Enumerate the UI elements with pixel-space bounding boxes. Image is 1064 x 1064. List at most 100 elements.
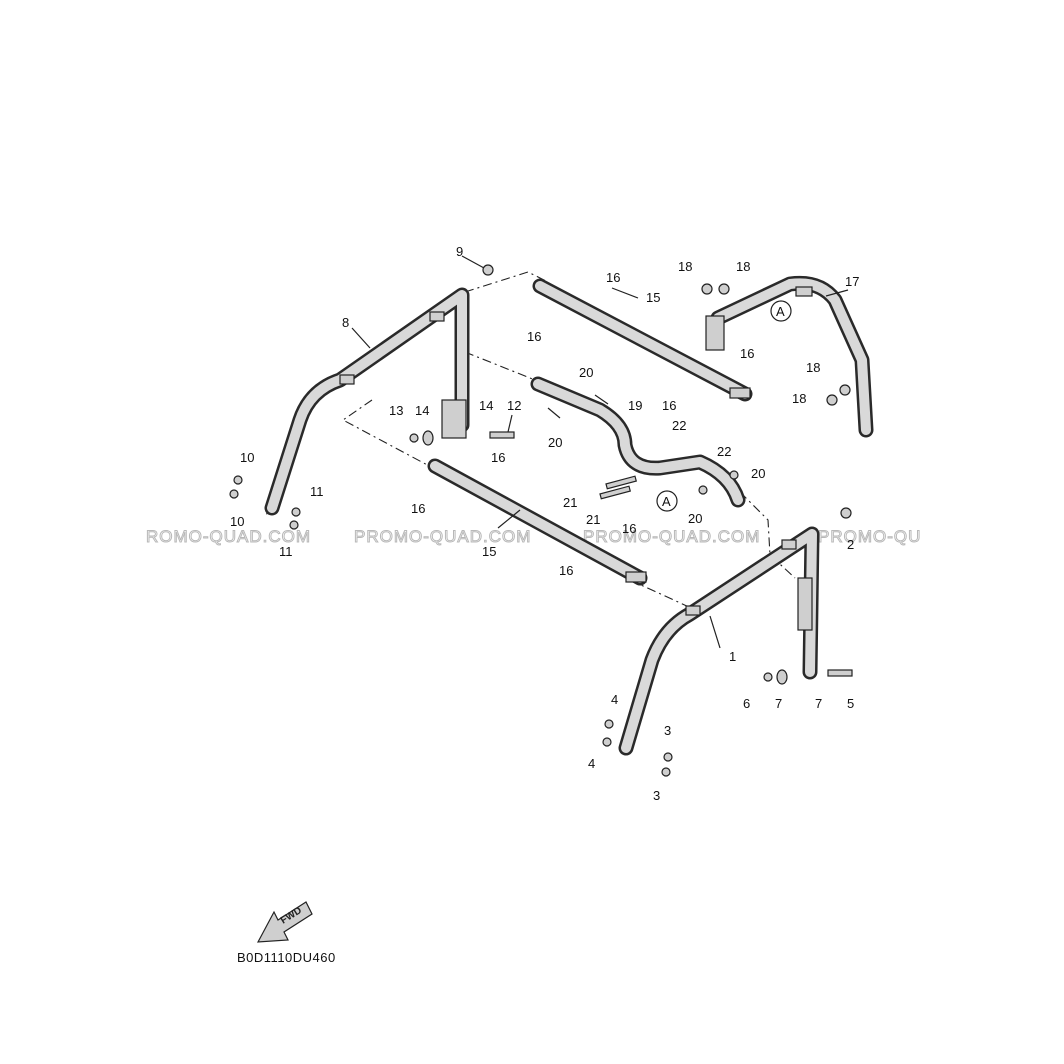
callout-number: 7	[815, 696, 822, 711]
callout-labels: 1 2 3 3 4 4 5 6 7 7 8 9 10 10 11 11 12 1…	[230, 244, 859, 803]
callout-number: 16	[559, 563, 573, 578]
watermark-text: PROMO-QU	[818, 527, 921, 546]
nut	[289, 520, 299, 530]
callout-number: 15	[482, 544, 496, 559]
callout-number: 18	[792, 391, 806, 406]
watermark-row: ROMO-QUAD.COM PROMO-QUAD.COM PROMO-QUAD.…	[146, 527, 921, 547]
reference-marker-upper: A	[770, 300, 792, 322]
callout-number: 11	[279, 544, 293, 559]
reference-letter: A	[662, 494, 671, 509]
bolt	[229, 489, 239, 499]
callout-number: 10	[230, 514, 244, 529]
bolt	[701, 283, 713, 295]
bolt	[602, 737, 612, 747]
reference-letter: A	[776, 304, 785, 319]
callout-number: 1	[729, 649, 736, 664]
callout-number: 16	[491, 450, 505, 465]
callout-number: 20	[751, 466, 765, 481]
bolt	[826, 394, 838, 406]
part-17-right-rear-hoop	[705, 275, 874, 438]
callout-number: 21	[586, 512, 600, 527]
part-19-curved-brace	[530, 376, 746, 508]
bolt	[839, 384, 851, 396]
bolt	[233, 475, 243, 485]
callout-number: 5	[847, 696, 854, 711]
callout-number: 16	[411, 501, 425, 516]
callout-number: 20	[548, 435, 562, 450]
bolt	[605, 475, 638, 490]
watermark-text: PROMO-QUAD.COM	[583, 527, 760, 546]
part-15-mid-cross-tube	[427, 458, 648, 586]
nut	[763, 672, 773, 682]
callout-number: 4	[611, 692, 618, 707]
callout-number: 3	[664, 723, 671, 738]
part-15-rear-cross-tube	[532, 278, 753, 402]
callout-number: 14	[415, 403, 429, 418]
bolt	[489, 431, 515, 439]
bolt	[718, 283, 730, 295]
callout-number: 16	[740, 346, 754, 361]
callout-number: 16	[622, 521, 636, 536]
mount-tab	[429, 311, 445, 322]
callout-number: 20	[688, 511, 702, 526]
washer	[422, 430, 434, 446]
nut	[698, 485, 708, 495]
bracket	[705, 315, 725, 351]
bolt	[604, 719, 614, 729]
watermark-text: ROMO-QUAD.COM	[146, 527, 311, 546]
callout-number: 9	[456, 244, 463, 259]
callout-number: 15	[646, 290, 660, 305]
callout-number: 13	[389, 403, 403, 418]
washer	[776, 669, 788, 685]
bolt	[482, 264, 494, 276]
callout-number: 19	[628, 398, 642, 413]
callout-number: 14	[479, 398, 493, 413]
nut	[661, 767, 671, 777]
diagram-code: B0D1110DU460	[237, 950, 336, 965]
nut	[409, 433, 419, 443]
mount-tab	[781, 539, 797, 550]
callout-number: 2	[847, 537, 854, 552]
bolt	[599, 485, 632, 500]
callout-number: 8	[342, 315, 349, 330]
bolt	[840, 507, 852, 519]
callout-number: 22	[672, 418, 686, 433]
end-plate	[729, 387, 751, 399]
callout-number: 22	[717, 444, 731, 459]
callout-number: 18	[806, 360, 820, 375]
callout-number: 3	[653, 788, 660, 803]
callout-number: 10	[240, 450, 254, 465]
part-1-front-right-hoop	[618, 526, 820, 756]
callout-number: 21	[563, 495, 577, 510]
callout-number: 18	[678, 259, 692, 274]
bolt	[827, 669, 853, 677]
mount-tab	[339, 374, 355, 385]
callout-number: 16	[662, 398, 676, 413]
callout-number: 18	[736, 259, 750, 274]
callout-number: 20	[579, 365, 593, 380]
bracket	[441, 399, 467, 439]
reference-marker-lower: A	[656, 490, 678, 512]
callout-number: 16	[527, 329, 541, 344]
nut	[663, 752, 673, 762]
nut	[729, 470, 739, 480]
fasteners	[229, 264, 853, 777]
callout-number: 17	[845, 274, 859, 289]
callout-number: 12	[507, 398, 521, 413]
mount-tab	[685, 605, 701, 616]
callout-number: 11	[310, 484, 324, 499]
end-plate	[625, 571, 647, 583]
part-8-rear-left-hoop	[264, 287, 470, 516]
callout-number: 16	[606, 270, 620, 285]
fwd-direction-arrow: FWD	[256, 901, 313, 943]
bracket	[797, 577, 813, 631]
mount-tab	[795, 286, 813, 297]
leader-lines	[351, 255, 849, 649]
nut	[291, 507, 301, 517]
callout-number: 4	[588, 756, 595, 771]
callout-number: 6	[743, 696, 750, 711]
callout-number: 7	[775, 696, 782, 711]
watermark-text: PROMO-QUAD.COM	[354, 527, 531, 546]
